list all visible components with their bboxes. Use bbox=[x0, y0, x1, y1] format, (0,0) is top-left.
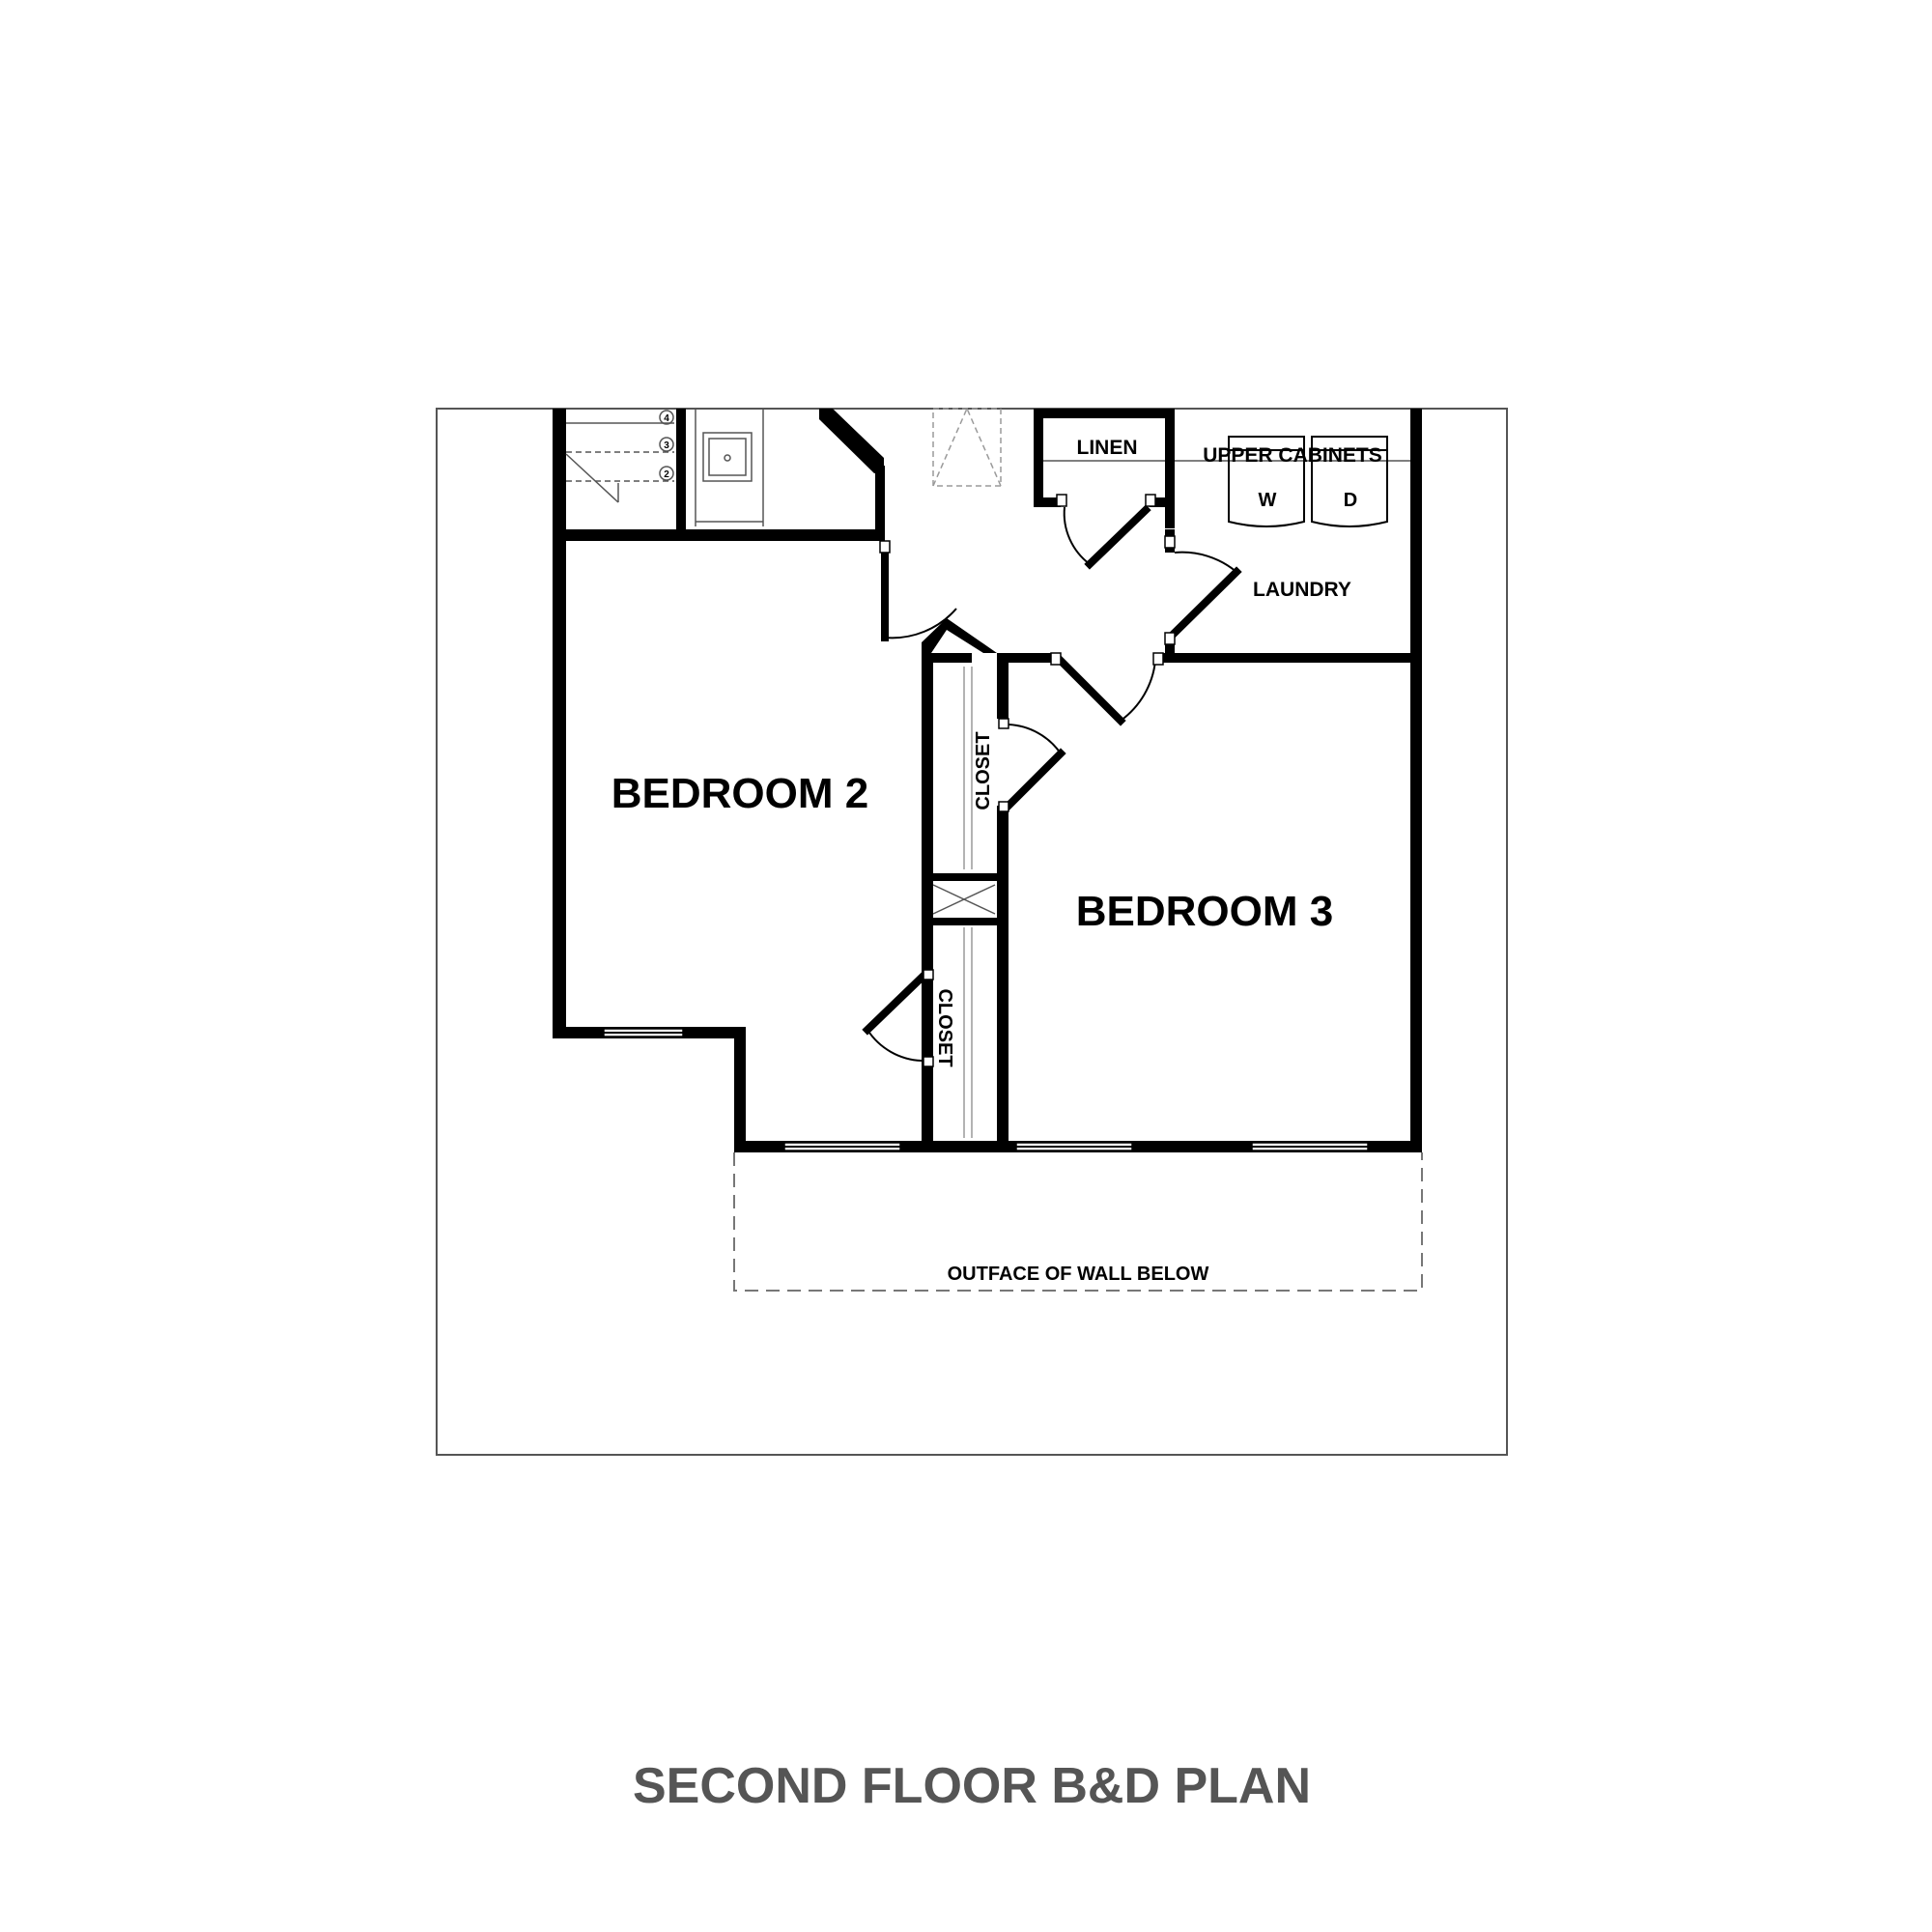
room-label-upper-cabinets: UPPER CABINETS bbox=[1203, 444, 1382, 467]
angled-partition bbox=[922, 618, 997, 653]
bath-vanity bbox=[695, 409, 764, 526]
room-label-laundry: LAUNDRY bbox=[1253, 579, 1351, 601]
doors bbox=[862, 494, 1242, 1067]
room-label-closet-upper: CLOSET bbox=[973, 731, 994, 810]
outface-dashed-outline bbox=[733, 1152, 1423, 1292]
room-label-linen: LINEN bbox=[1077, 437, 1138, 459]
appliance-label-dryer: D bbox=[1344, 490, 1357, 511]
room-label-bedroom-2: BEDROOM 2 bbox=[611, 770, 868, 817]
windows bbox=[603, 1028, 1369, 1151]
plan-title: SECOND FLOOR B&D PLAN bbox=[633, 1758, 1311, 1814]
room-label-bedroom-3: BEDROOM 3 bbox=[1076, 888, 1333, 935]
walls bbox=[553, 409, 1422, 1152]
appliance-label-washer: W bbox=[1259, 490, 1277, 511]
stair bbox=[565, 410, 674, 503]
stair-step-3: 3 bbox=[664, 440, 669, 451]
washer-dryer bbox=[1228, 436, 1388, 527]
label-outface-of-wall-below: OUTFACE OF WALL BELOW bbox=[948, 1264, 1209, 1285]
closet-rods bbox=[932, 667, 996, 1138]
stair-step-4: 4 bbox=[664, 413, 669, 424]
attic-access bbox=[932, 408, 1002, 487]
stair-step-2: 2 bbox=[664, 469, 669, 480]
room-label-closet-lower: CLOSET bbox=[934, 988, 955, 1066]
